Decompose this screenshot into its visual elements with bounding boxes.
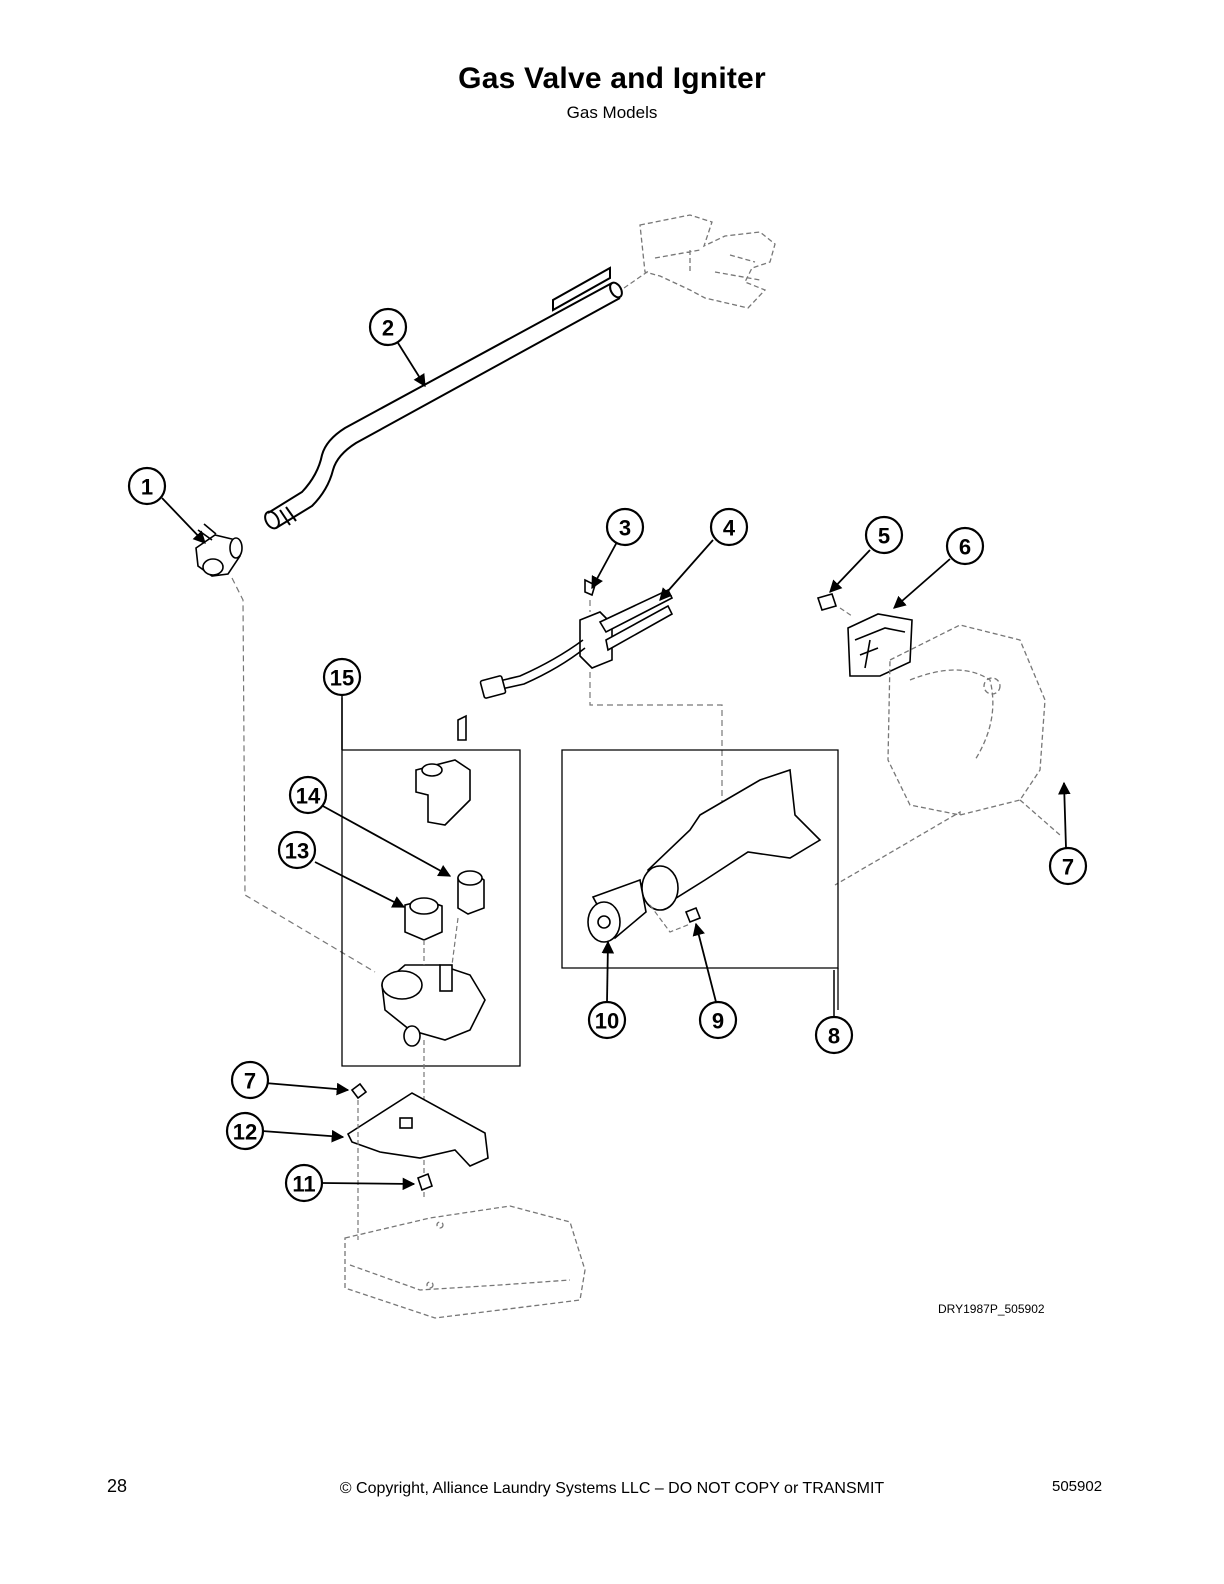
callout-13: 13 — [285, 839, 309, 864]
callout-2: 2 — [382, 316, 394, 341]
copyright-notice: © Copyright, Alliance Laundry Systems LL… — [339, 1480, 885, 1497]
callout-7-right: 7 — [1062, 855, 1074, 880]
callout-8: 8 — [828, 1024, 840, 1049]
gas-valve-assembly — [381, 714, 486, 1047]
page-subtitle: Gas Models — [566, 103, 658, 122]
igniter-assembly — [479, 578, 674, 699]
callout-circles — [127, 307, 1088, 1203]
callout-10: 10 — [595, 1009, 619, 1034]
document-number: 505902 — [1052, 1478, 1103, 1495]
igniter-bracket — [816, 593, 913, 677]
callout-leaders — [161, 342, 1071, 1191]
callout-6: 6 — [959, 535, 971, 560]
callout-3: 3 — [619, 516, 631, 541]
callout-9: 9 — [712, 1009, 724, 1034]
kit-frame-15 — [341, 698, 521, 1067]
ghost-mounting-bracket — [639, 214, 776, 309]
callout-5: 5 — [878, 524, 890, 549]
ghost-base-plate — [344, 1205, 586, 1319]
ghost-burner-housing — [834, 624, 1061, 886]
callout-15: 15 — [330, 666, 354, 691]
gas-pipe — [264, 266, 623, 530]
shutoff-valve — [195, 523, 243, 577]
callout-1: 1 — [141, 475, 153, 500]
callout-14: 14 — [296, 784, 321, 809]
callout-12: 12 — [233, 1120, 257, 1145]
diagram-code: DRY1987P_505902 — [938, 1302, 1045, 1316]
valve-mounting-bracket — [346, 1082, 489, 1192]
callout-numbers: 1 2 3 4 5 6 7 7 8 9 10 11 12 13 14 15 — [141, 316, 1074, 1197]
igniter-holder — [587, 768, 822, 943]
callout-11: 11 — [292, 1172, 315, 1197]
page-number: 28 — [107, 1476, 128, 1496]
kit-frame-8 — [561, 749, 839, 1010]
callout-7-left: 7 — [244, 1069, 256, 1094]
page-title: Gas Valve and Igniter — [458, 62, 766, 95]
callout-4: 4 — [723, 516, 736, 541]
